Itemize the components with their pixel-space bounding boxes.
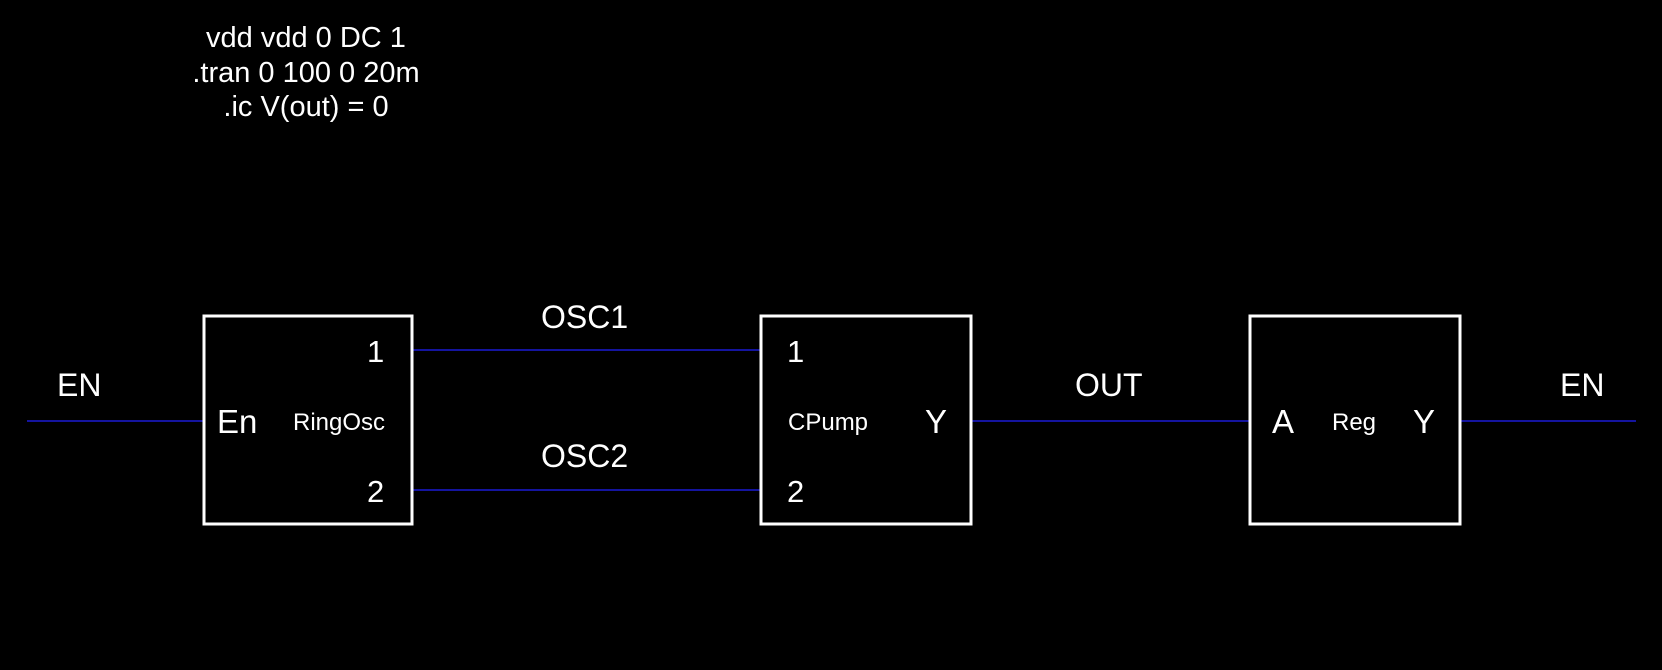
reg-body[interactable] (1248, 314, 1462, 526)
directive-tran[interactable]: .tran 0 100 0 20m (192, 57, 419, 89)
cpump-pin-2-label: 2 (787, 474, 804, 509)
reg-name: Reg (1332, 409, 1376, 436)
directive-vdd[interactable]: vdd vdd 0 DC 1 (206, 22, 406, 54)
reg-pin-a-label: A (1272, 403, 1294, 440)
net-label-en-right[interactable]: EN (1560, 367, 1604, 403)
wires (27, 349, 1636, 491)
cpump-pin-y-label: Y (925, 403, 947, 440)
net-label-osc2[interactable]: OSC2 (541, 438, 628, 474)
ringosc-name: RingOsc (293, 409, 385, 436)
ringosc-pin-2-label: 2 (367, 474, 384, 509)
net-label-osc1[interactable]: OSC1 (541, 299, 628, 335)
cpump-body[interactable] (759, 314, 973, 526)
ringosc-pin-1-label: 1 (367, 334, 384, 369)
reg-pin-y-label: Y (1413, 403, 1435, 440)
ringosc-pin-en-label: En (217, 403, 257, 440)
ringosc-block[interactable]: 1 En RingOsc 2 (202, 314, 414, 526)
ringosc-body[interactable] (202, 314, 414, 526)
cpump-name: CPump (788, 409, 868, 436)
net-labels: EN OSC1 OSC2 OUT EN (57, 299, 1604, 474)
net-label-out[interactable]: OUT (1075, 367, 1143, 403)
net-label-en-left[interactable]: EN (57, 367, 101, 403)
reg-block[interactable]: A Reg Y (1248, 314, 1462, 526)
directive-ic[interactable]: .ic V(out) = 0 (223, 91, 388, 123)
cpump-pin-1-label: 1 (787, 334, 804, 369)
spice-directives: vdd vdd 0 DC 1 .tran 0 100 0 20m .ic V(o… (192, 22, 419, 123)
cpump-block[interactable]: 1 CPump Y 2 (759, 314, 973, 526)
